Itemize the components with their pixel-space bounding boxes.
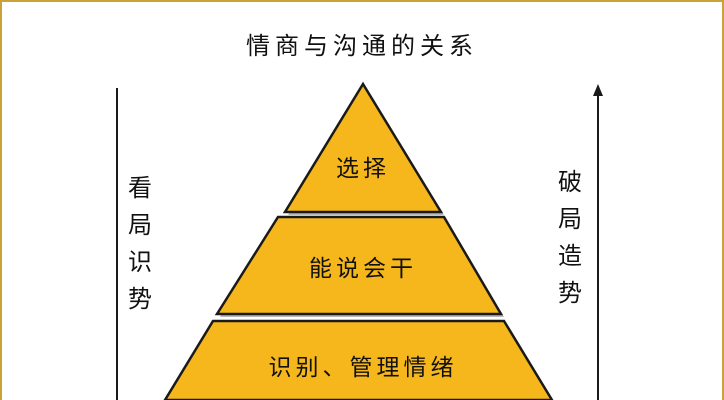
left-label-char: 看: [128, 174, 152, 202]
tier-label-middle: 能说会干: [309, 256, 417, 282]
right-label-char: 势: [558, 279, 582, 307]
right-label-char: 破: [558, 168, 582, 196]
right-label-char: 局: [558, 205, 582, 233]
diagram-title: 情商与沟通的关系: [246, 32, 478, 60]
left-label-char: 势: [128, 285, 152, 313]
left-label-char: 局: [128, 211, 152, 239]
right-side-label: 破 局 造 势: [552, 164, 588, 312]
pyramid-tier-bottom: [163, 319, 554, 400]
tier-label-bottom: 识别、管理情绪: [269, 355, 458, 381]
right-arrow-head-icon: [593, 84, 603, 96]
pyramid-tier-top: [282, 81, 444, 214]
pyramid-tier-middle: [214, 215, 504, 316]
right-label-char: 造: [558, 242, 582, 270]
tier-label-top: 选择: [336, 156, 390, 182]
left-label-char: 识: [128, 248, 152, 276]
left-side-label: 看 局 识 势: [122, 170, 158, 318]
